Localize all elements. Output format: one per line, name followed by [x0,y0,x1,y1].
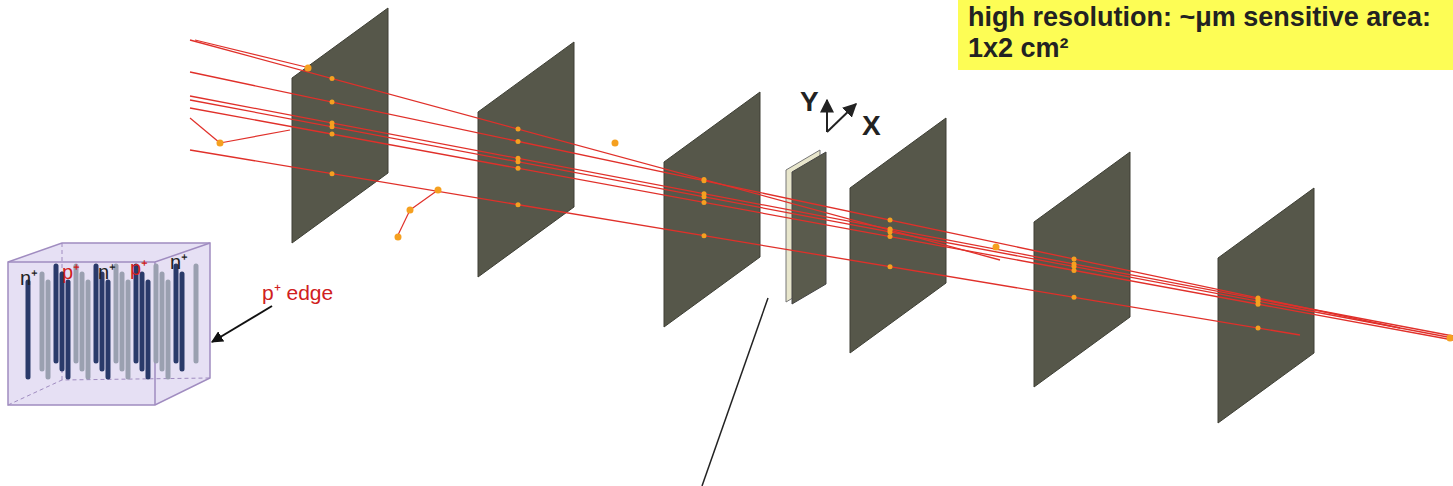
hit-point [516,166,521,171]
electrode-pillar [174,266,179,361]
electrode-pillar [120,274,125,369]
hit-point [330,171,335,176]
hit-point [330,100,335,105]
hit-point [516,202,521,207]
electrode-pillar [166,282,171,377]
electrode-label: p⁺ [130,258,148,278]
electrode-label: p⁺ [62,262,80,282]
hit-point [702,200,707,205]
telescope-plane [292,8,388,243]
electrode-pillar [134,266,139,361]
particle-tracks [190,40,1453,342]
hit-point [1072,268,1077,273]
edge-label: p⁺ edge [262,282,333,303]
electrode-pillar [54,266,59,361]
hit-point [516,139,521,144]
dut-sensor [792,152,826,304]
electrode-pillar [94,266,99,361]
hit-point [516,156,521,161]
hit-point [1256,326,1261,331]
secondary-track [398,210,410,235]
hit-point [1072,295,1077,300]
leader-line [702,298,768,486]
electrode-pillar [146,282,151,377]
electrode-pillar [40,274,45,369]
hit-point [330,76,335,81]
particle-track [190,72,1400,328]
hit-point [1072,257,1077,262]
electrode-label: n⁺ [20,268,38,288]
electrode-pillar [160,274,165,369]
electrode-pillar [100,274,105,369]
hit-point [702,233,707,238]
electrode-pillar [66,282,71,377]
electrode-pillar [60,274,65,369]
hit-point [516,127,521,132]
hit-point [1256,302,1261,307]
edge-arrow [212,306,272,342]
hit-point [1072,261,1077,266]
electrode-label: n⁺ [170,252,188,272]
particle-track [190,108,1453,340]
electrode-pillar [140,274,145,369]
telescope-plane [850,118,946,353]
hit-point [888,218,893,223]
box-text: high resolution: ~μm sensitive area: 1x2… [968,2,1443,64]
axis-label: X [862,112,881,140]
electrode-pillar [26,282,31,377]
axis-label: Y [800,88,819,116]
hit-point [217,140,224,147]
hit-point [888,228,893,233]
highlight-box: high resolution: ~μm sensitive area: 1x2… [958,0,1453,70]
electrode-pillar [80,274,85,369]
secondary-track [195,40,310,68]
hit-point [305,65,312,72]
electrode-label: n⁺ [98,262,116,282]
axis-arrows [827,100,856,132]
electrode-pillar [86,282,91,377]
hit-point [888,264,893,269]
electrode-pillar [46,282,51,377]
particle-track [190,96,1453,336]
telescope-plane [1034,152,1130,387]
electrode-pillar [154,266,159,361]
hit-point [888,234,893,239]
electrode-pillar [180,274,185,369]
hit-point [1256,295,1261,300]
hit-point [702,191,707,196]
secondary-track [410,190,438,210]
secondary-track [190,118,220,143]
electrode-pillar [126,282,131,377]
particle-track [190,100,1453,338]
hit-point [612,140,619,147]
particle-track [190,40,1000,260]
3d-sensor-inset [8,243,210,405]
hit-point [1256,296,1261,301]
hit-point [993,244,1000,251]
hit-point [1447,335,1453,342]
hit-point [702,177,707,182]
particle-track [190,150,1300,335]
electrode-pillar [106,282,111,377]
secondary-track [220,130,290,143]
hit-point [330,132,335,137]
hit-point [330,120,335,125]
hit-point [435,187,442,194]
hit-point [407,207,414,214]
electrode-pillar [194,266,199,361]
hit-point [395,234,402,241]
